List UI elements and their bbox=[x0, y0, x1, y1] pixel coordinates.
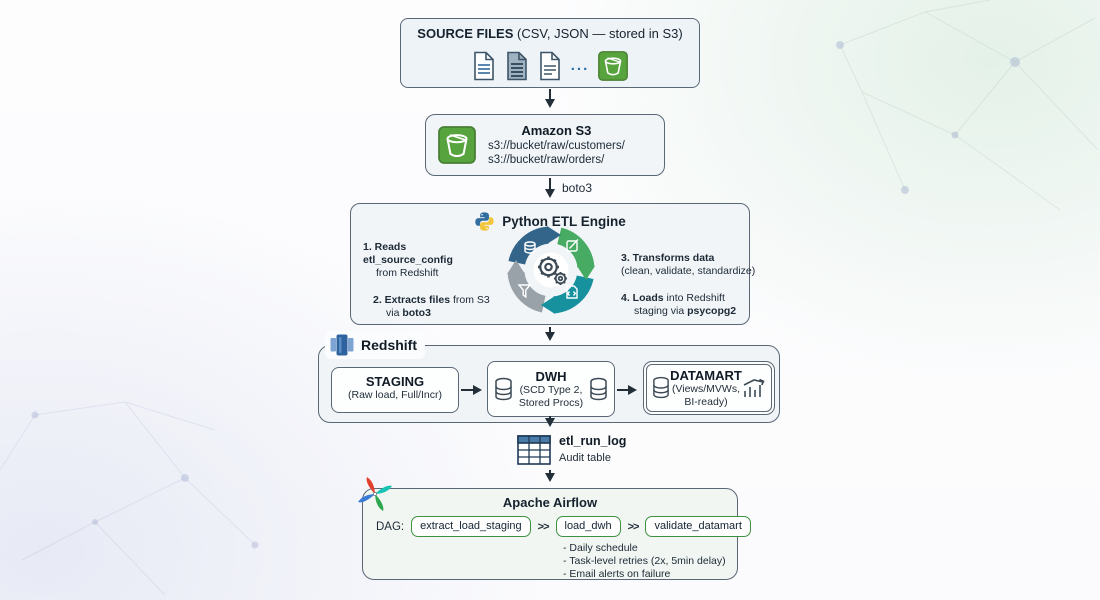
python-steps-left: 1. Reads etl_source_config from Redshift… bbox=[363, 241, 498, 334]
airflow-pinwheel-icon bbox=[357, 476, 393, 512]
python-step-2: 2. Extracts files from S3 via boto3 bbox=[373, 294, 490, 319]
python-steps-right: 3. Transforms data (clean, validate, sta… bbox=[621, 252, 756, 332]
etl-run-log-text: etl_run_log Audit table bbox=[559, 434, 626, 466]
datamart-text-block: DATAMART (Views/MVWs, BI-ready) bbox=[670, 368, 742, 409]
redshift-group-box: Redshift STAGING (Raw load, Full/Incr) D… bbox=[318, 331, 780, 423]
document-icon bbox=[505, 51, 529, 81]
dag-separator: >> bbox=[627, 520, 640, 533]
s3-title: Amazon S3 bbox=[521, 123, 592, 138]
dwh-subtitle-1: (SCD Type 2, bbox=[519, 383, 583, 396]
airflow-note-alerts: - Email alerts on failure bbox=[563, 568, 671, 580]
redshift-label: Redshift bbox=[361, 337, 417, 353]
dwh-title: DWH bbox=[535, 368, 567, 384]
document-icon bbox=[538, 51, 562, 81]
dwh-subtitle-2: Stored Procs) bbox=[518, 396, 584, 409]
dag-task-validate-datamart[interactable]: validate_datamart bbox=[645, 516, 751, 537]
s3-bucket-icon bbox=[598, 51, 629, 81]
airflow-dag-row: DAG: extract_load_staging >> load_dwh >>… bbox=[376, 516, 751, 537]
airflow-title: Apache Airflow bbox=[502, 495, 598, 510]
dwh-box: DWH (SCD Type 2, Stored Procs) bbox=[487, 361, 615, 417]
dag-label: DAG: bbox=[376, 520, 405, 533]
boto3-arrow-label: boto3 bbox=[562, 181, 593, 195]
arrow-dwh-to-datamart bbox=[617, 384, 637, 395]
redshift-icon bbox=[329, 331, 355, 359]
arrow-runlog-to-airflow bbox=[544, 470, 555, 482]
staging-title: STAGING bbox=[365, 374, 425, 389]
python-step-1: 1. Reads etl_source_config from Redshift bbox=[363, 241, 453, 279]
airflow-notes: - Daily schedule - Task-level retries (2… bbox=[563, 542, 726, 581]
python-etl-title-text: Python ETL Engine bbox=[502, 214, 626, 229]
datamart-subtitle-1: (Views/MVWs, bbox=[671, 382, 741, 395]
s3-path-orders: s3://bucket/raw/orders/ bbox=[488, 154, 605, 166]
python-step-3: 3. Transforms data (clean, validate, sta… bbox=[621, 252, 756, 277]
airflow-note-retries: - Task-level retries (2x, 5min delay) bbox=[563, 555, 726, 567]
datamart-box: DATAMART (Views/MVWs, BI-ready) bbox=[643, 361, 775, 415]
arrow-staging-to-dwh bbox=[461, 384, 482, 395]
dag-task-load-dwh[interactable]: load_dwh bbox=[555, 516, 621, 537]
arrow-source-to-s3 bbox=[544, 89, 555, 108]
s3-text-block: Amazon S3 s3://bucket/raw/customers/ s3:… bbox=[488, 123, 625, 167]
s3-bucket-icon bbox=[438, 126, 476, 164]
datamart-inner-box: DATAMART (Views/MVWs, BI-ready) bbox=[646, 364, 772, 412]
etl-run-log-subtitle: Audit table bbox=[559, 452, 611, 464]
source-files-title: SOURCE FILES (CSV, JSON — stored in S3) bbox=[417, 26, 683, 41]
table-icon bbox=[516, 432, 552, 468]
datamart-subtitle-2: BI-ready) bbox=[684, 395, 728, 408]
document-icon bbox=[472, 51, 496, 81]
source-files-box: SOURCE FILES (CSV, JSON — stored in S3) … bbox=[400, 18, 700, 88]
staging-subtitle: (Raw load, Full/Incr) bbox=[348, 389, 442, 401]
database-icon bbox=[652, 376, 670, 400]
source-files-icons: ... bbox=[401, 47, 699, 85]
arrow-dwh-to-runlog bbox=[544, 416, 555, 427]
s3-path-customers: s3://bucket/raw/customers/ bbox=[488, 140, 625, 152]
dwh-text-block: DWH (SCD Type 2, Stored Procs) bbox=[519, 369, 583, 410]
etl-run-log: etl_run_log Audit table bbox=[516, 432, 626, 468]
airflow-note-schedule: - Daily schedule bbox=[563, 542, 638, 554]
database-icon bbox=[494, 377, 513, 402]
staging-box: STAGING (Raw load, Full/Incr) bbox=[331, 367, 459, 413]
bar-chart-icon bbox=[742, 377, 766, 399]
python-etl-box: Python ETL Engine 1. Reads etl_source_co… bbox=[350, 203, 755, 325]
etl-run-log-title: etl_run_log bbox=[559, 434, 627, 448]
ellipsis-label: ... bbox=[570, 57, 590, 74]
python-etl-title: Python ETL Engine bbox=[351, 211, 749, 232]
python-step-4: 4. Loads into Redshift staging via psyco… bbox=[621, 292, 737, 317]
redshift-legend: Redshift bbox=[325, 331, 425, 359]
datamart-title: DATAMART bbox=[670, 367, 742, 383]
arrow-python-to-redshift bbox=[544, 327, 555, 341]
dag-task-extract-load-staging[interactable]: extract_load_staging bbox=[411, 516, 531, 537]
etl-cycle-icon bbox=[503, 222, 599, 318]
airflow-box: Apache Airflow DAG: extract_load_staging… bbox=[362, 488, 751, 581]
python-logo-icon bbox=[474, 211, 495, 232]
arrow-s3-to-python bbox=[544, 178, 555, 198]
amazon-s3-box: Amazon S3 s3://bucket/raw/customers/ s3:… bbox=[425, 114, 665, 176]
database-icon bbox=[589, 377, 608, 402]
dag-separator: >> bbox=[537, 520, 550, 533]
